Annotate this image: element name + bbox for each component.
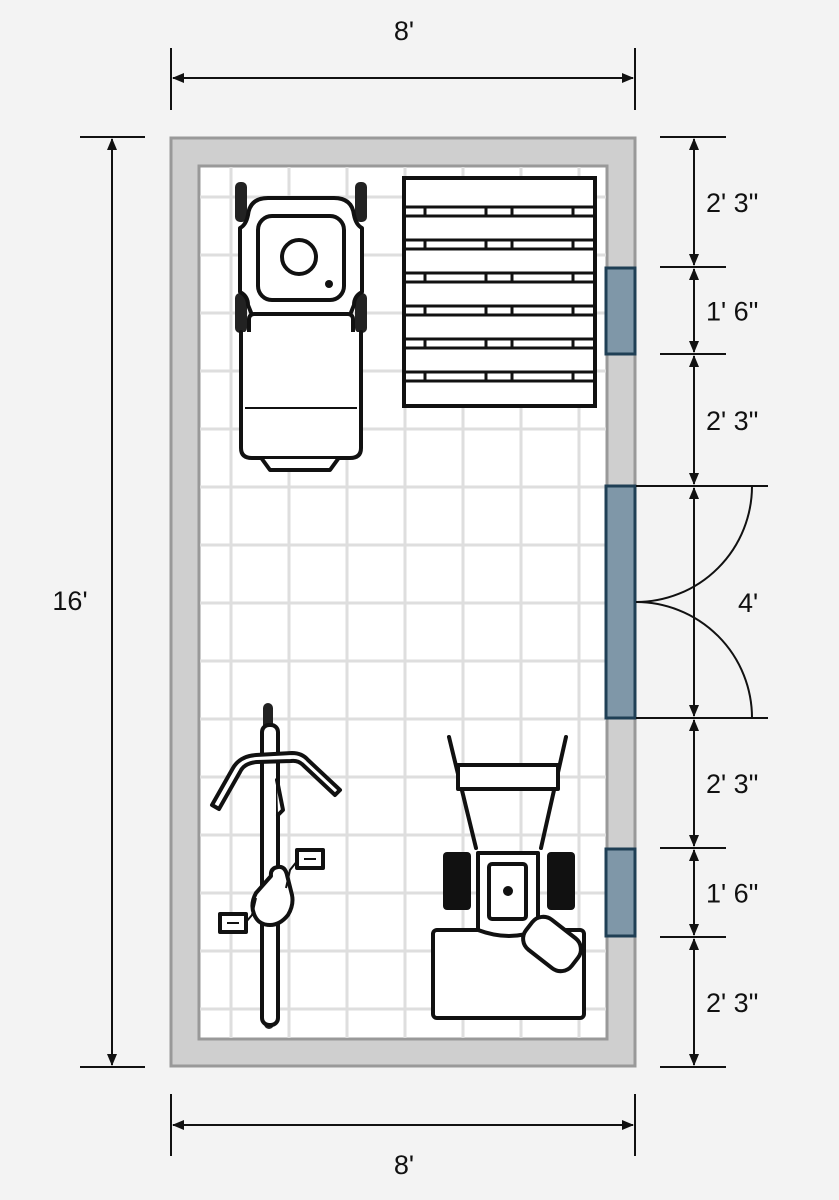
riding-mower-icon	[235, 182, 367, 472]
dimension-label: 2' 3"	[706, 188, 758, 218]
dimension-label: 1' 6"	[706, 297, 758, 327]
door-swing	[635, 485, 768, 719]
window-top	[604, 266, 637, 356]
dimension-label: 2' 3"	[706, 406, 758, 436]
dimension-label: 4'	[738, 588, 758, 618]
dimension-left: 16'	[52, 136, 145, 1068]
dimension-right: 2' 3" 1' 6" 2' 3" 4' 2' 3" 1' 6" 2' 3"	[660, 136, 758, 1068]
dimension-bottom: 8'	[170, 1094, 636, 1180]
dimension-label: 2' 3"	[706, 769, 758, 799]
dimension-label: 2' 3"	[706, 988, 758, 1018]
dimension-top: 8'	[170, 16, 636, 110]
window-bottom	[604, 847, 637, 938]
pallet-icon	[402, 176, 597, 408]
tiller-icon	[431, 735, 586, 1020]
dimension-label: 16'	[52, 586, 87, 616]
door	[604, 484, 637, 720]
dimension-label: 8'	[394, 16, 414, 46]
bicycle-icon	[210, 703, 342, 1029]
dimension-label: 8'	[394, 1150, 414, 1180]
dimension-label: 1' 6"	[706, 879, 758, 909]
